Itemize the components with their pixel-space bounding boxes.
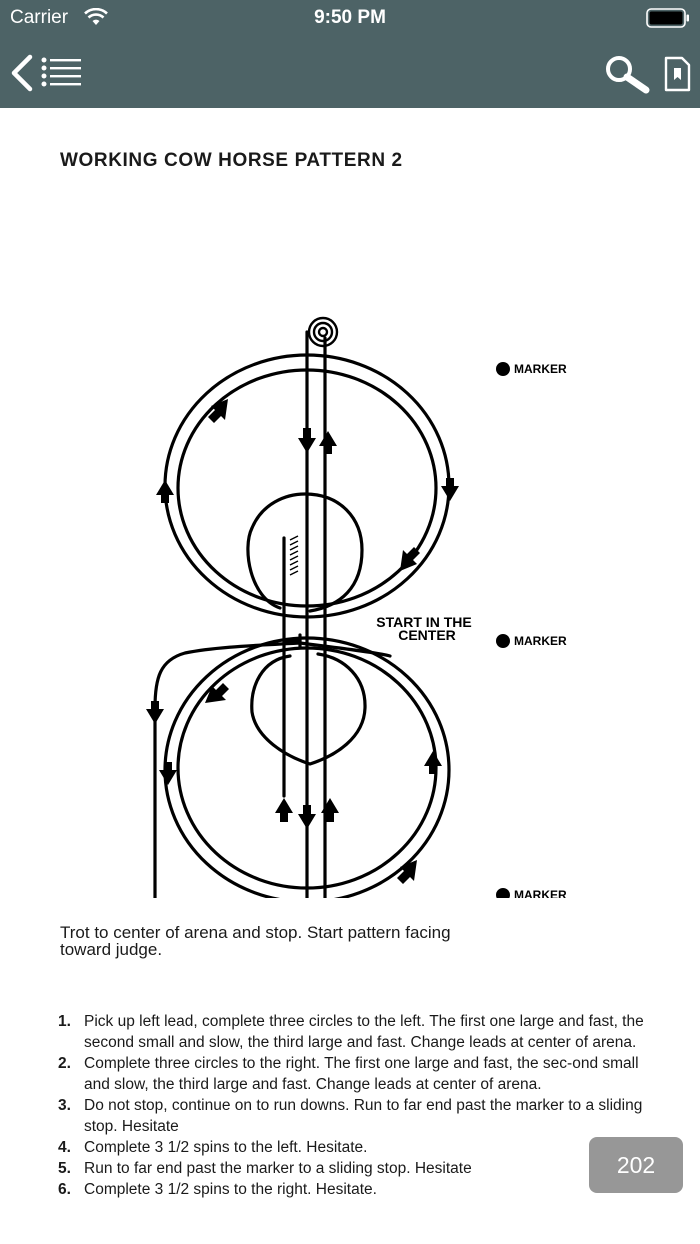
- step-text: Complete 3 1/2 spins to the right. Hesit…: [84, 1181, 377, 1198]
- navigation-bar: [0, 36, 700, 108]
- list-item: 6. Complete 3 1/2 spins to the right. He…: [58, 1179, 648, 1200]
- list-item: 4. Complete 3 1/2 spins to the left. Hes…: [58, 1137, 648, 1158]
- status-bar: Carrier 9:50 PM: [0, 0, 700, 36]
- pattern-diagram: MARKER MARKER MARKER START IN THE CENTER: [146, 316, 567, 898]
- wifi-icon: [84, 7, 108, 31]
- step-text: Complete three circles to the right. The…: [84, 1055, 639, 1093]
- table-of-contents-icon[interactable]: [40, 56, 82, 93]
- status-time: 9:50 PM: [314, 7, 386, 28]
- intro-text: Trot to center of arena and stop. Start …: [60, 923, 451, 959]
- step-number: 3.: [58, 1097, 71, 1114]
- list-item: 2. Complete three circles to the right. …: [58, 1053, 648, 1095]
- step-number: 4.: [58, 1139, 71, 1156]
- start-label-line2: CENTER: [398, 627, 456, 643]
- marker-label-bottom: MARKER: [514, 888, 567, 898]
- step-text: Complete 3 1/2 spins to the left. Hesita…: [84, 1139, 368, 1156]
- carrier-label: Carrier: [10, 7, 69, 28]
- book-page: WORKING COW HORSE PATTERN 2: [0, 108, 700, 1244]
- step-text: Run to far end past the marker to a slid…: [84, 1160, 472, 1177]
- search-icon[interactable]: [604, 54, 650, 99]
- back-chevron-icon[interactable]: [8, 54, 34, 97]
- list-item: 3. Do not stop, continue on to run downs…: [58, 1095, 648, 1137]
- marker-label-middle: MARKER: [514, 634, 567, 648]
- bookmark-page-icon[interactable]: [664, 56, 692, 97]
- step-text: Pick up left lead, complete three circle…: [84, 1013, 644, 1051]
- step-number: 1.: [58, 1013, 71, 1030]
- start-label-line1: START IN THE: [376, 614, 471, 630]
- step-number: 2.: [58, 1055, 71, 1072]
- step-number: 6.: [58, 1181, 71, 1198]
- page-title: WORKING COW HORSE PATTERN 2: [60, 150, 403, 171]
- page-number-badge: 202: [589, 1137, 683, 1193]
- battery-icon: [646, 8, 690, 33]
- steps-list: 1. Pick up left lead, complete three cir…: [58, 1011, 648, 1200]
- step-number: 5.: [58, 1160, 71, 1177]
- step-text: Do not stop, continue on to run downs. R…: [84, 1097, 643, 1135]
- list-item: 1. Pick up left lead, complete three cir…: [58, 1011, 648, 1053]
- marker-label-top: MARKER: [514, 362, 567, 376]
- list-item: 5. Run to far end past the marker to a s…: [58, 1158, 648, 1179]
